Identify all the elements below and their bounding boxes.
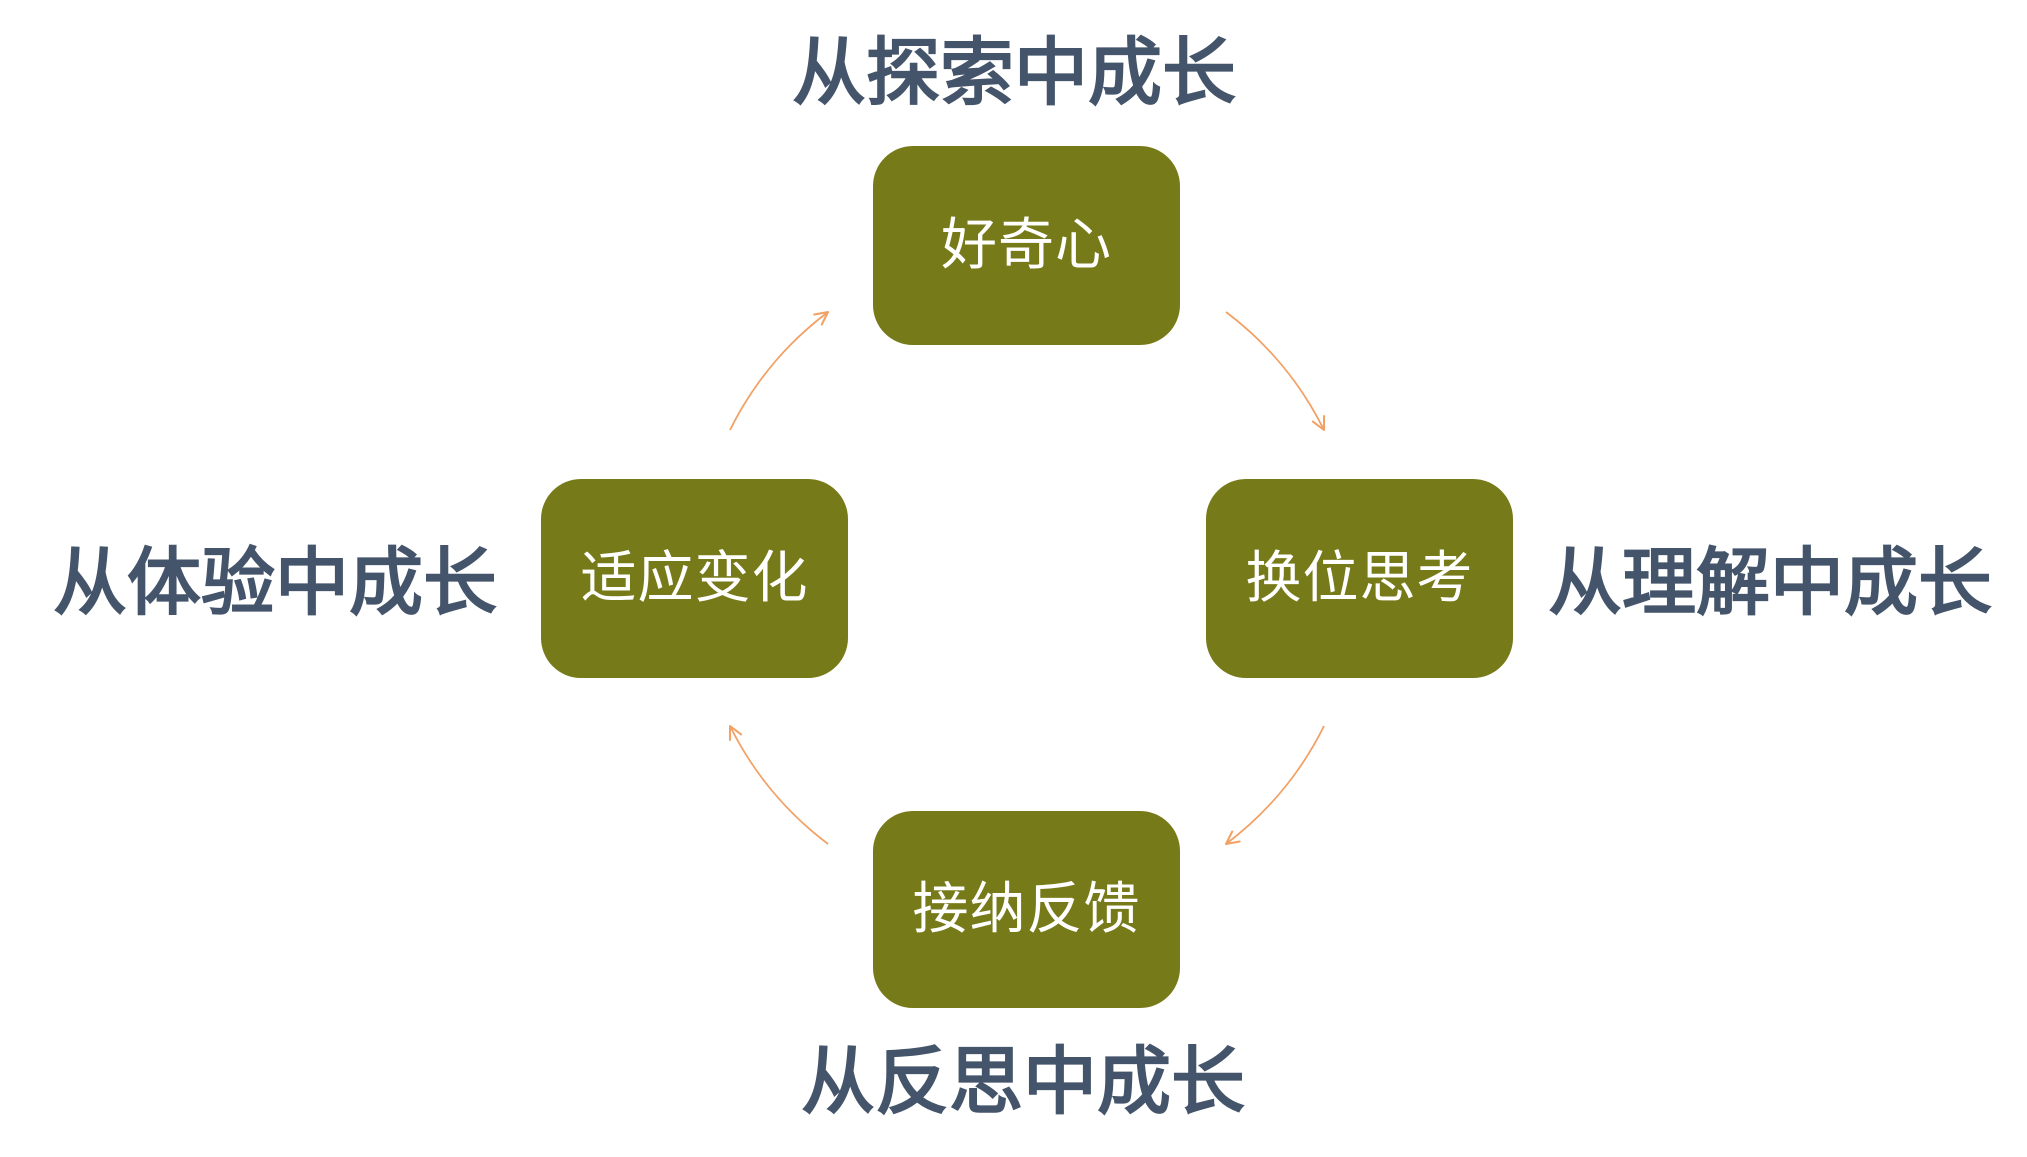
node-perspective-taking: 换位思考	[1206, 479, 1513, 678]
node-accept-feedback-label: 接纳反馈	[912, 876, 1141, 942]
node-perspective-taking-label: 换位思考	[1245, 545, 1474, 611]
caption-top: 从探索中成长	[792, 30, 1236, 116]
node-accept-feedback: 接纳反馈	[873, 811, 1180, 1008]
arrow-right-to-bottom	[1225, 725, 1325, 845]
node-adapt-to-change-label: 适应变化	[580, 545, 809, 611]
node-adapt-to-change: 适应变化	[541, 479, 848, 678]
arrow-left-to-top	[729, 311, 829, 431]
caption-bottom: 从反思中成长	[801, 1039, 1245, 1125]
caption-left: 从体验中成长	[53, 540, 497, 626]
node-curiosity-label: 好奇心	[941, 212, 1112, 278]
caption-right: 从理解中成长	[1548, 540, 1992, 626]
arrow-top-to-right	[1225, 311, 1326, 431]
arrow-bottom-to-left	[728, 725, 829, 845]
node-curiosity: 好奇心	[873, 146, 1180, 345]
